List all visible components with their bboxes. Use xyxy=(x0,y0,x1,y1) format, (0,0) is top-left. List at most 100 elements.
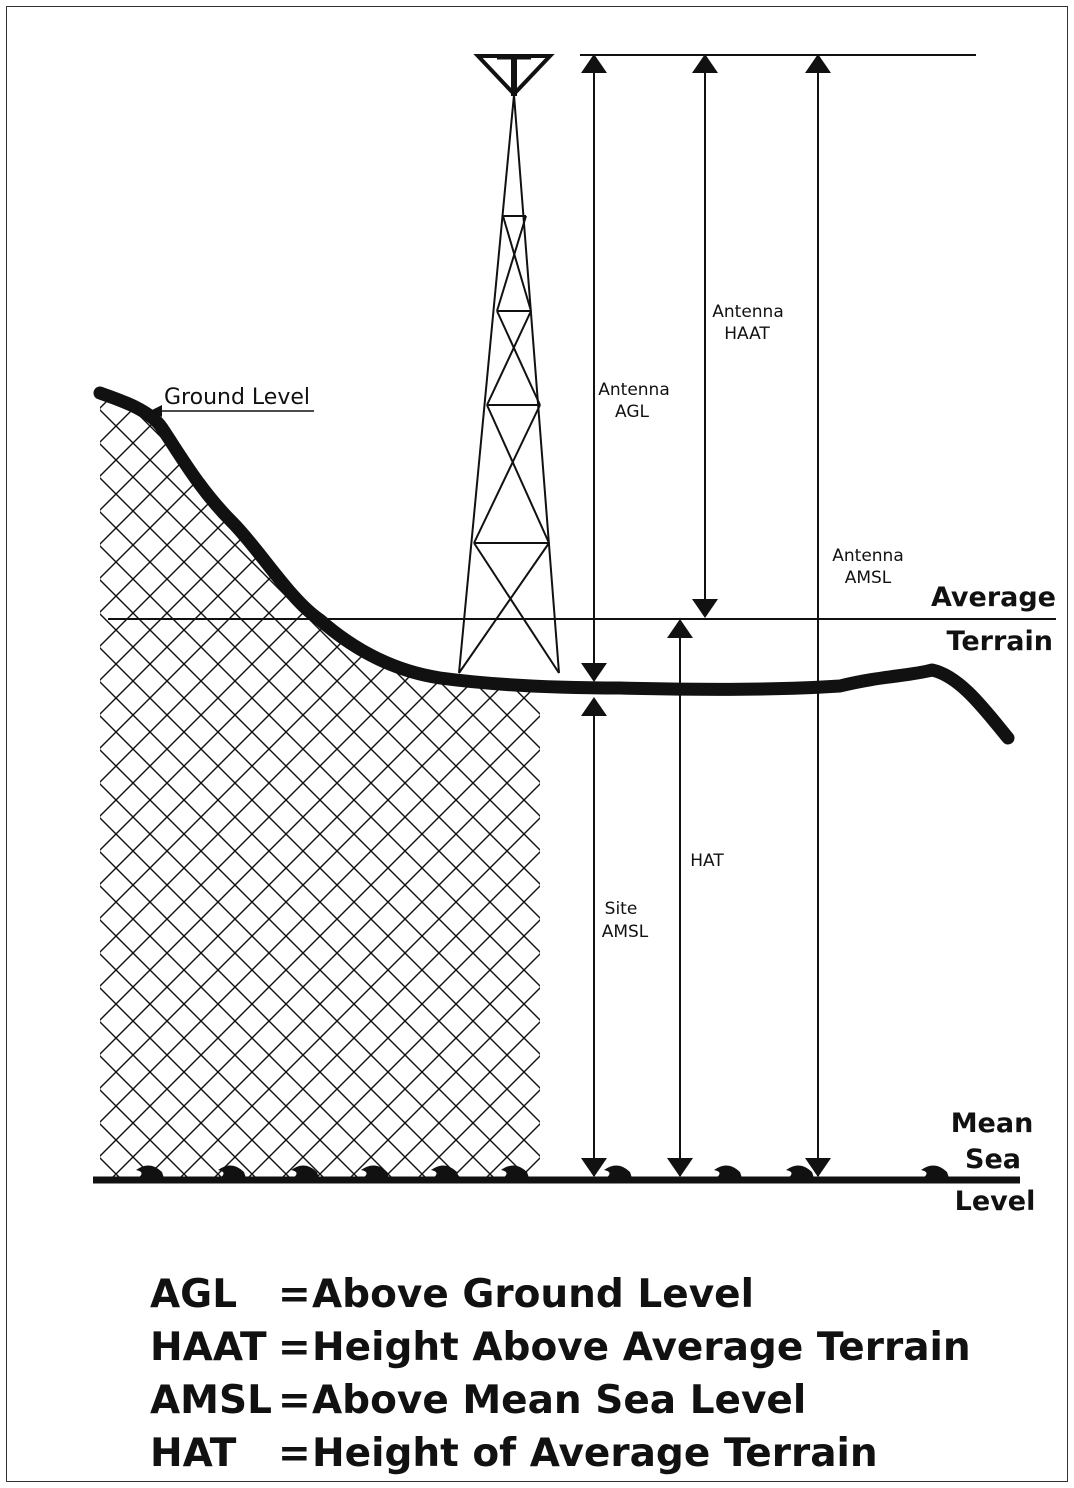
hatch-line xyxy=(0,300,4,1250)
legend-row-haat: HAAT = Height Above Average Terrain xyxy=(150,1321,1050,1374)
legend-abbr: HAAT xyxy=(150,1325,267,1370)
wave-icon xyxy=(361,1165,389,1178)
hatch-line xyxy=(100,393,481,1178)
hatch-line xyxy=(159,393,540,1178)
hatch-line xyxy=(100,393,481,1178)
hatch-line xyxy=(100,393,540,1178)
antenna-icon xyxy=(473,54,555,97)
hatch-line xyxy=(100,393,515,1178)
hatch-line xyxy=(100,393,277,1178)
hatch-line xyxy=(100,393,540,1178)
mean-sea-level-label-line2: Sea xyxy=(965,1144,1021,1175)
hatch-line xyxy=(100,393,540,1178)
hatch-line xyxy=(100,393,379,1178)
legend-meaning: Height Above Average Terrain xyxy=(312,1325,971,1370)
hatch-line xyxy=(100,393,141,1178)
wave-icon xyxy=(604,1165,632,1178)
hatch-line xyxy=(0,300,38,1250)
legend-row-agl: AGL = Above Ground Level xyxy=(150,1268,1050,1321)
legend-meaning: Above Mean Sea Level xyxy=(312,1378,807,1423)
hatch-line xyxy=(100,393,540,1178)
hatch-line xyxy=(0,300,4,1250)
hatch-line xyxy=(159,393,540,1178)
wave-icon xyxy=(921,1165,949,1178)
hatch-line xyxy=(100,393,540,1178)
average-terrain-label-line2: Terrain xyxy=(947,626,1053,657)
hatch-line xyxy=(100,393,540,1178)
legend-row-amsl: AMSL = Above Mean Sea Level xyxy=(150,1374,1050,1427)
antenna-haat-label-line1: Antenna xyxy=(712,302,784,322)
antenna-agl-dimension xyxy=(581,54,607,682)
hatch-line xyxy=(1044,300,1074,1250)
legend-equals: = xyxy=(278,1378,311,1423)
hatch-line xyxy=(125,393,540,1178)
hatch-line xyxy=(100,393,540,1178)
hat-dimension xyxy=(667,619,693,1177)
hatch-line xyxy=(100,393,540,1178)
hatch-line xyxy=(100,393,277,1178)
hatch-line xyxy=(100,393,540,1178)
hatch-line xyxy=(100,393,311,1178)
terrain-crosshatch xyxy=(0,300,1074,1250)
hatch-line xyxy=(100,393,243,1178)
legend-meaning: Height of Average Terrain xyxy=(312,1431,878,1476)
hatch-line xyxy=(100,393,540,1178)
antenna-height-diagram: Ground Level Antenna AGL Antenna HAAT An… xyxy=(0,54,1074,1250)
ground-level-profile xyxy=(93,386,1015,745)
hatch-line xyxy=(100,393,540,1178)
site-amsl-dimension xyxy=(581,697,607,1177)
wave-icon xyxy=(136,1165,164,1178)
legend-abbr: AGL xyxy=(150,1272,238,1317)
wave-icon xyxy=(218,1165,246,1178)
sea-waves xyxy=(136,1165,949,1178)
wave-icon xyxy=(714,1165,742,1178)
antenna-haat-dimension xyxy=(692,54,718,618)
wave-icon xyxy=(786,1165,814,1178)
hatch-line xyxy=(0,300,72,1250)
hatch-line xyxy=(100,393,540,1178)
hatch-line xyxy=(100,393,540,1178)
hatch-line xyxy=(227,393,540,1178)
antenna-amsl-label-line2: AMSL xyxy=(845,568,892,588)
hatch-line xyxy=(100,393,540,1178)
hatch-line xyxy=(125,393,540,1178)
hatch-line xyxy=(100,393,540,1178)
hatch-line xyxy=(100,393,540,1178)
hatch-line xyxy=(193,393,540,1178)
hatch-line xyxy=(100,393,540,1178)
hatch-line xyxy=(100,393,311,1178)
ground-level-pointer xyxy=(150,405,314,417)
legend-abbr: HAT xyxy=(150,1431,237,1476)
legend-equals: = xyxy=(278,1431,311,1476)
mean-sea-level-label-line1: Mean xyxy=(951,1108,1034,1139)
antenna-agl-label-line2: AGL xyxy=(615,402,650,422)
average-terrain-label-line1: Average xyxy=(931,582,1056,613)
hatch-line xyxy=(261,393,540,1178)
hatch-line xyxy=(100,393,540,1178)
hatch-line xyxy=(100,393,540,1178)
hatch-line xyxy=(295,393,540,1178)
hatch-line xyxy=(100,393,540,1178)
hatch-line xyxy=(100,393,515,1178)
hatch-line xyxy=(806,300,1074,1250)
hatch-line xyxy=(100,393,141,1178)
hatch-line xyxy=(329,393,540,1178)
wave-icon xyxy=(291,1165,319,1178)
hatch-line xyxy=(100,393,413,1178)
antenna-agl-label-line1: Antenna xyxy=(598,380,670,400)
legend-row-hat: HAT = Height of Average Terrain xyxy=(150,1427,1050,1480)
hatch-line xyxy=(100,393,540,1178)
site-amsl-label-line1: Site xyxy=(605,899,638,919)
antenna-tower xyxy=(458,94,560,674)
hatch-line xyxy=(100,393,413,1178)
hatch-line xyxy=(0,300,72,1250)
hatch-line xyxy=(100,393,107,1178)
hatch-line xyxy=(100,393,540,1178)
legend-equals: = xyxy=(278,1272,311,1317)
hatch-line xyxy=(100,393,540,1178)
hatch-line xyxy=(193,393,540,1178)
antenna-amsl-label-line1: Antenna xyxy=(832,546,904,566)
hatch-line xyxy=(1044,300,1074,1250)
antenna-amsl-dimension xyxy=(805,54,831,1177)
hatch-line xyxy=(100,393,540,1178)
